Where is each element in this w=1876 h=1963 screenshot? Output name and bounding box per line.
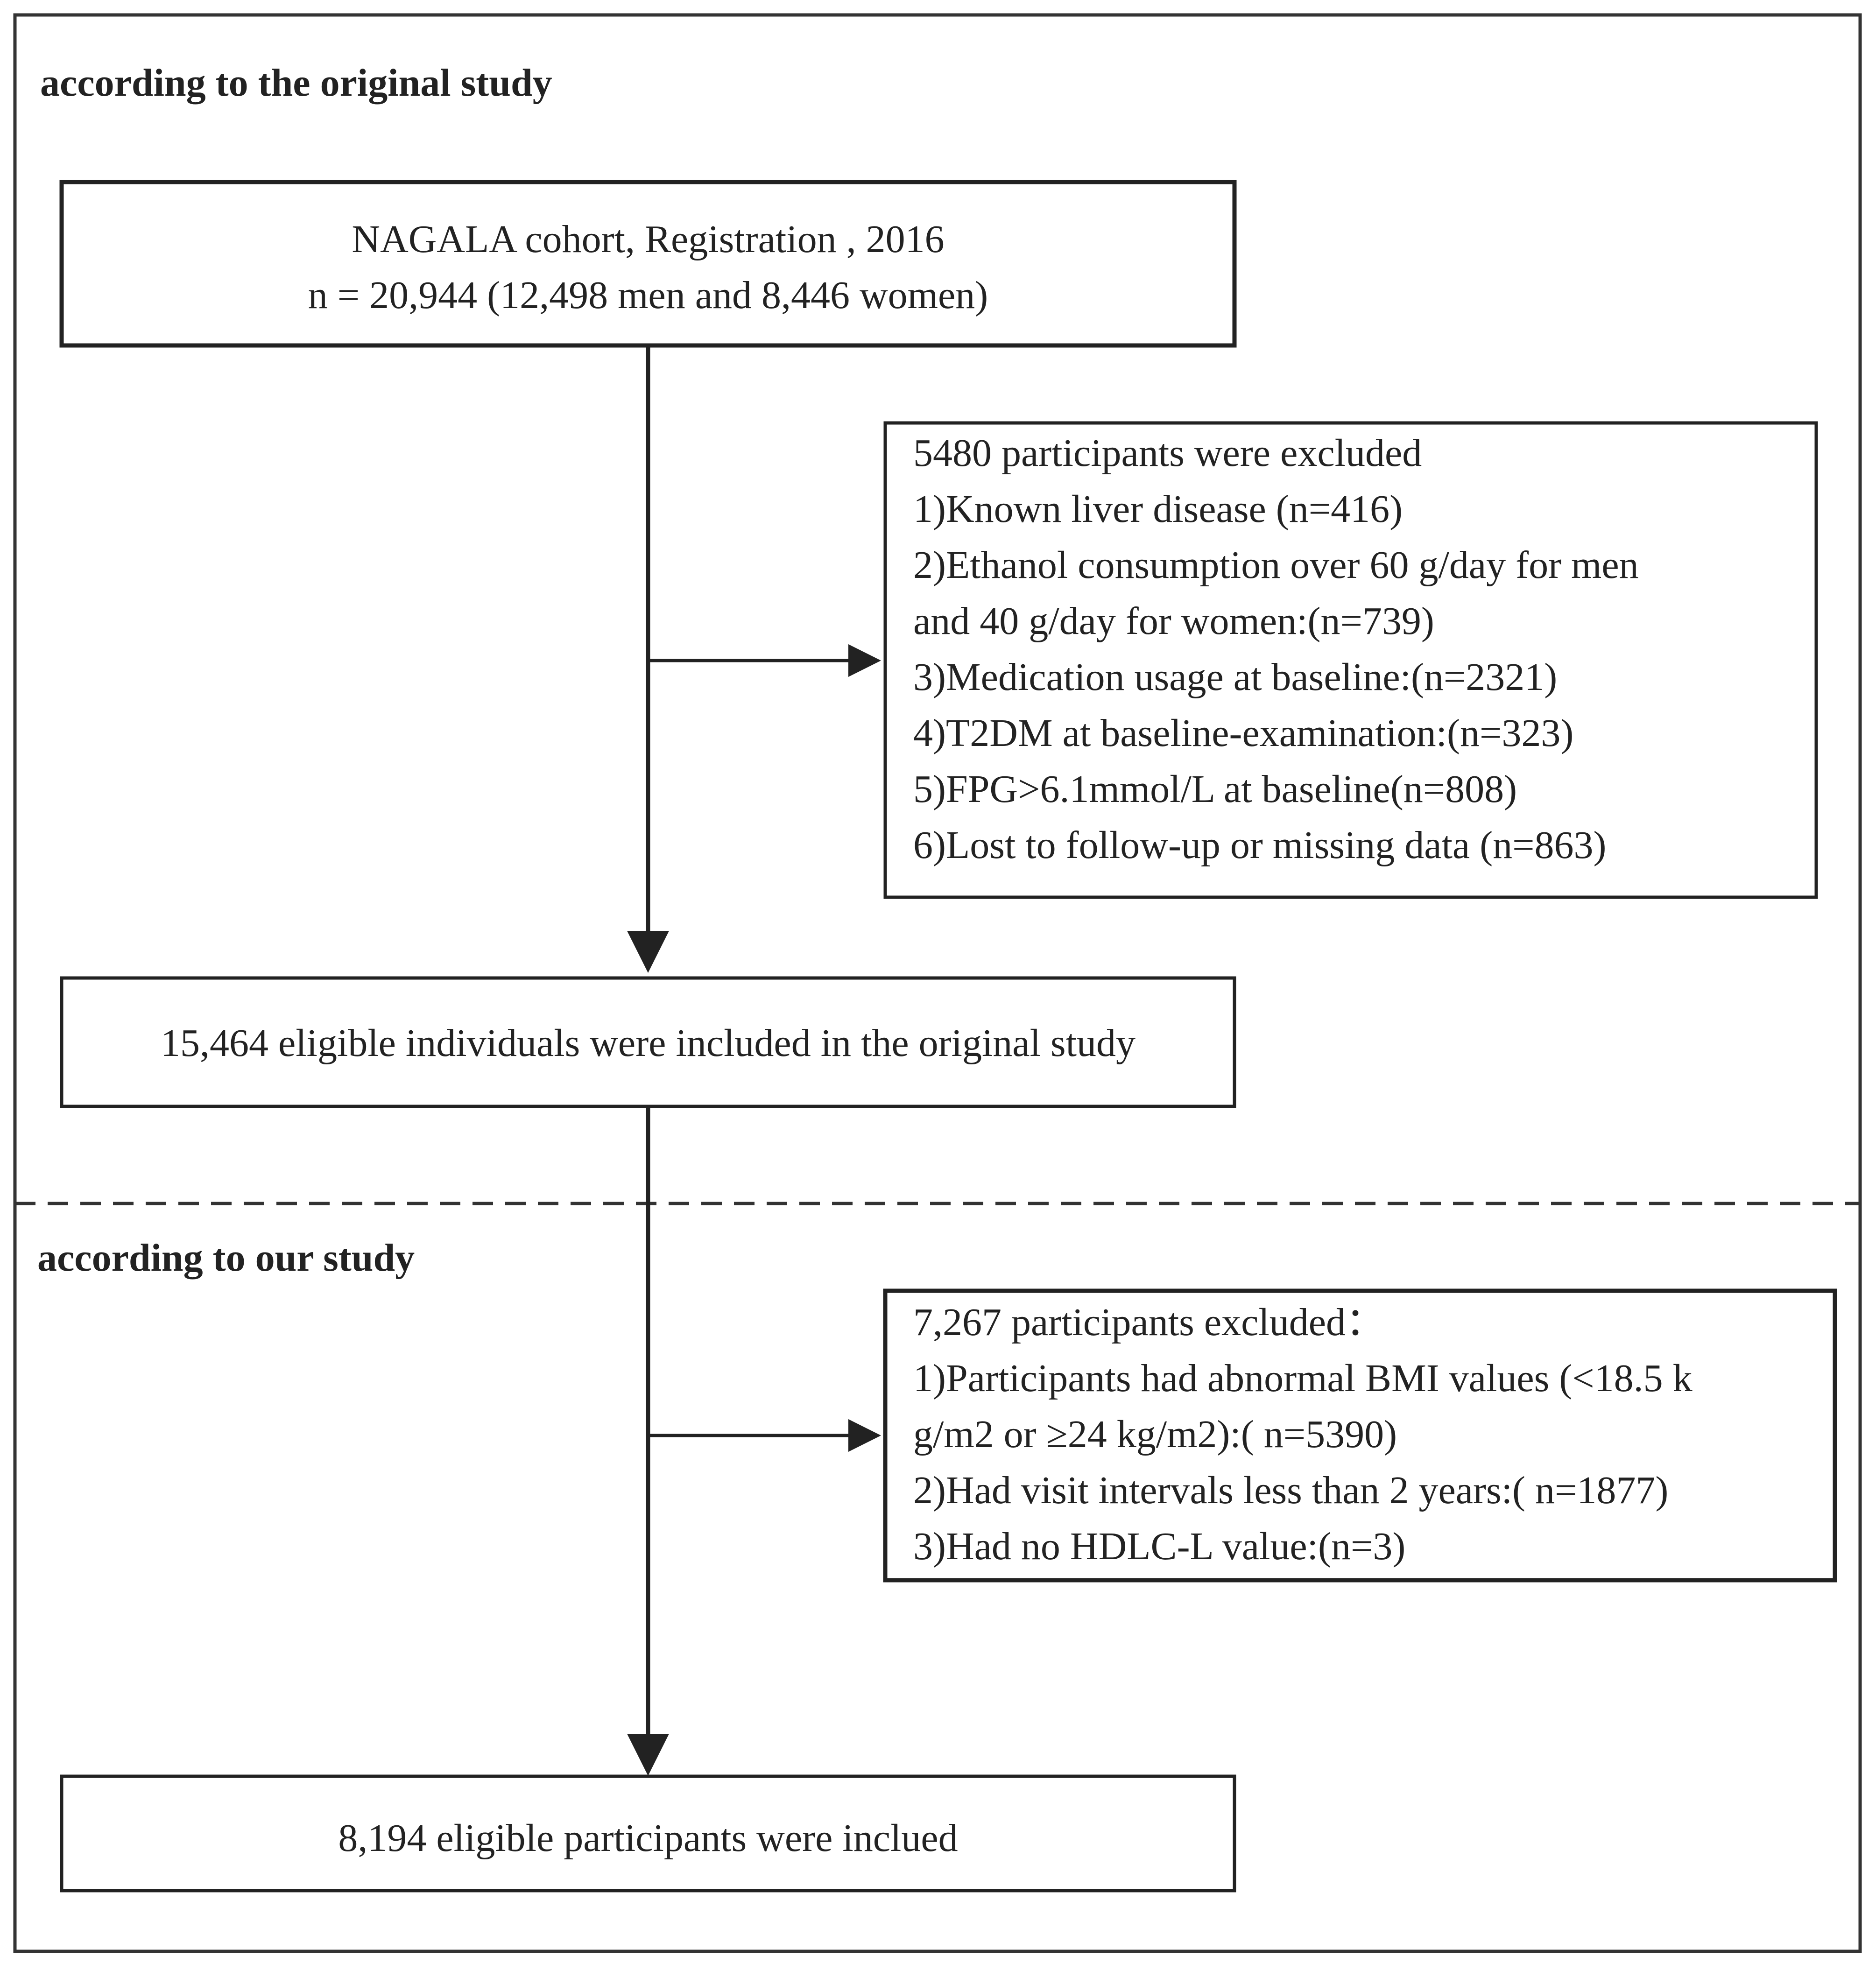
exclusion-ours-line-3: g/m2 or ≥24 kg/m2):( n=5390) <box>913 1413 1397 1456</box>
exclusion-ours-line-5: 3)Had no HDLC-L value:(n=3) <box>913 1525 1405 1568</box>
exclusion-ours-line-2: 1)Participants had abnormal BMI values (… <box>913 1357 1693 1400</box>
exclusion-original-line-6: 4)T2DM at baseline-examination:(n=323) <box>913 711 1573 755</box>
exclusion-original-line-8: 6)Lost to follow-up or missing data (n=8… <box>913 823 1607 867</box>
exclusion-original-line-7: 5)FPG>6.1mmol/L at baseline(n=808) <box>913 767 1517 811</box>
exclusion-original-box: 5480 participants were excluded 1)Known … <box>883 421 1818 899</box>
cohort-line-1: NAGALA cohort, Registration , 2016 <box>352 218 944 261</box>
eligible-original-box: 15,464 eligible individuals were include… <box>60 976 1236 1108</box>
exclusion-original-line-1: 5480 participants were excluded <box>913 431 1422 475</box>
exclusion-original-line-3: 2)Ethanol consumption over 60 g/day for … <box>913 543 1639 587</box>
section-label-ours: according to our study <box>37 1236 415 1280</box>
final-line-1: 8,194 eligible participants were inclued <box>338 1816 958 1860</box>
exclusion-ours-line-1: 7,267 participants excluded： <box>913 1301 1385 1344</box>
exclusion-ours-box: 7,267 participants excluded： 1)Participa… <box>883 1288 1837 1583</box>
exclusion-original-line-5: 3)Medication usage at baseline:(n=2321) <box>913 655 1557 699</box>
exclusion-original-line-4: and 40 g/day for women:(n=739) <box>913 599 1434 643</box>
exclusion-original-line-2: 1)Known liver disease (n=416) <box>913 487 1403 531</box>
cohort-box: NAGALA cohort, Registration , 2016 n = 2… <box>59 180 1237 348</box>
eligible-original-line-1: 15,464 eligible individuals were include… <box>161 1021 1135 1065</box>
exclusion-ours-line-4: 2)Had visit intervals less than 2 years:… <box>913 1469 1668 1512</box>
final-box: 8,194 eligible participants were inclued <box>60 1774 1236 1893</box>
section-label-original: according to the original study <box>40 61 552 105</box>
cohort-line-2: n = 20,944 (12,498 men and 8,446 women) <box>308 274 988 317</box>
outer-frame <box>13 13 1862 1953</box>
